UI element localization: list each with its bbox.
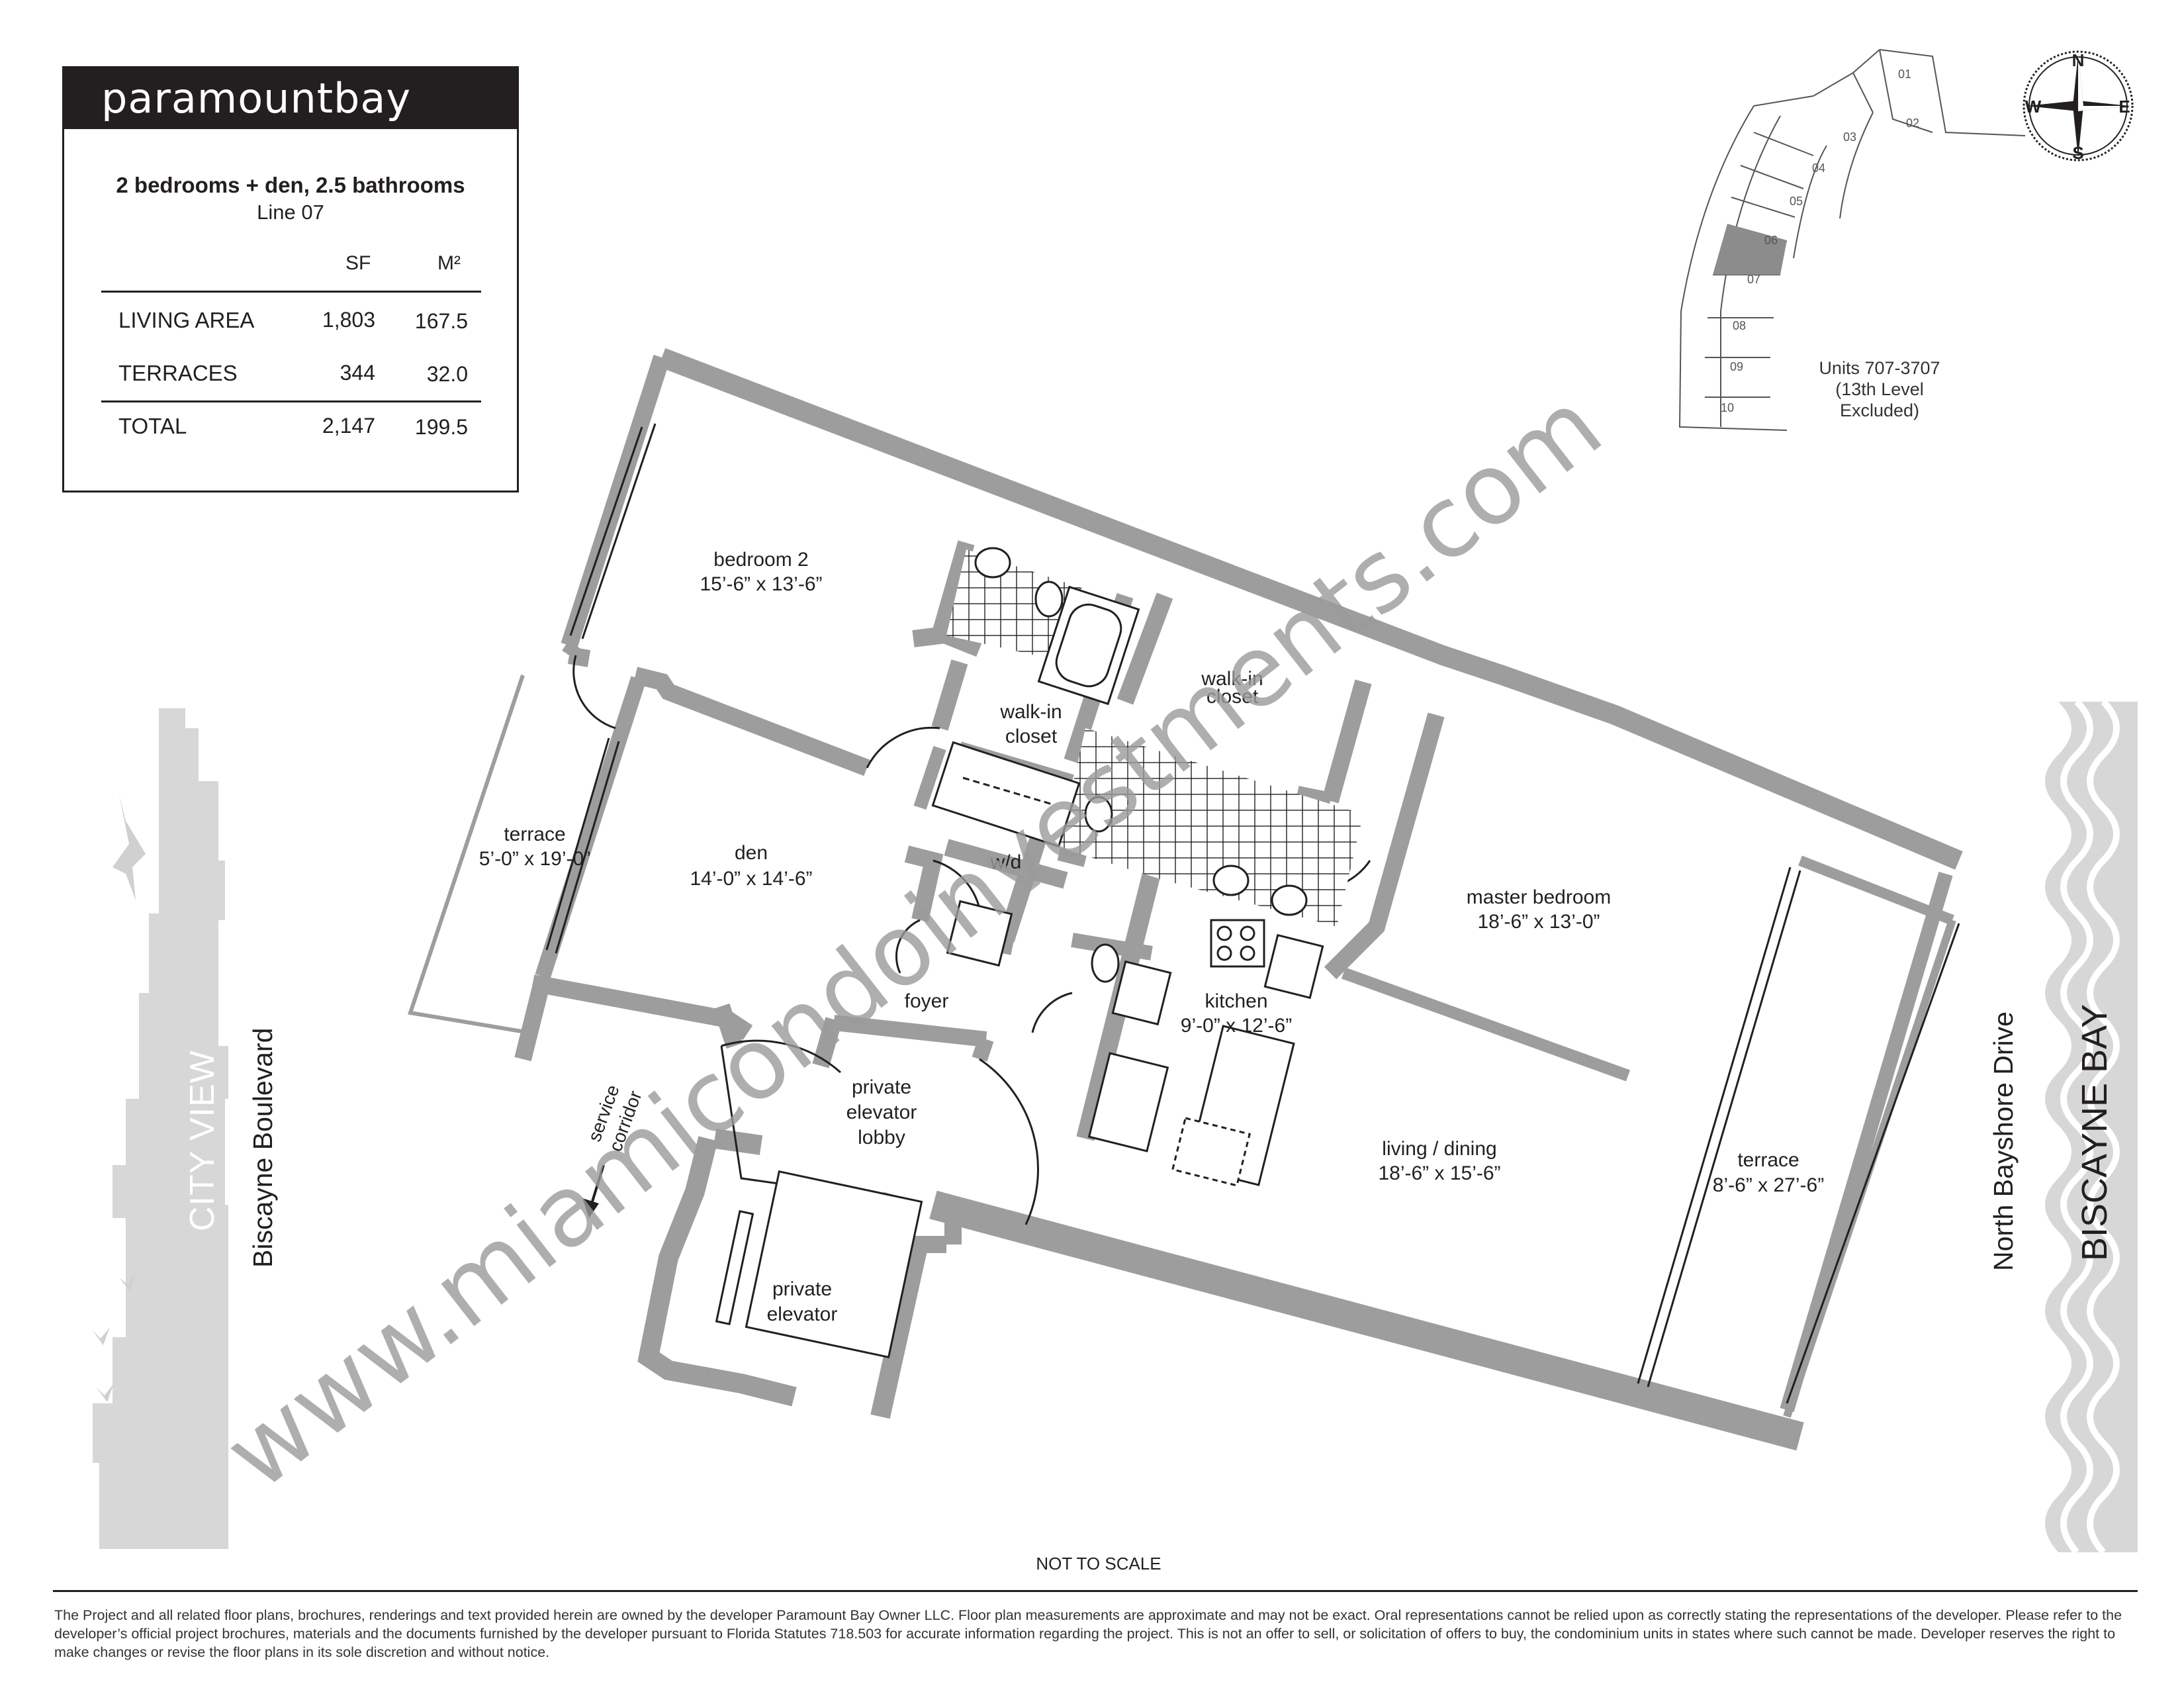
master-bath-tile-floor [1059, 728, 1363, 927]
skyline-tower [113, 1099, 139, 1549]
unit-title: 2 bedrooms + den, 2.5 bathrooms [116, 173, 465, 197]
table-rule [101, 291, 481, 293]
exterior-wall-east-terrace [1780, 871, 1953, 1413]
key-plan-caption-line: Units 707-3707 [1819, 358, 1940, 378]
row-terraces-m2: 32.0 [426, 362, 468, 386]
bay-waves-graphic [2045, 702, 2138, 1552]
row-total-sf: 2,147 [322, 414, 375, 438]
key-plan-unit-label: 01 [1898, 68, 1911, 81]
elevator-shaft-wall [870, 1235, 930, 1419]
row-terraces-sf: 344 [340, 361, 375, 385]
room-name-walkin1: walk-in [999, 701, 1062, 723]
room-name-bedroom2: bedroom 2 [713, 549, 808, 571]
compass-south-label: S [2072, 143, 2083, 163]
wave-line [2060, 702, 2093, 1552]
key-plan-unit-label: 07 [1747, 273, 1760, 286]
bath-tile-floor [946, 549, 1085, 662]
service-corridor-arrow [582, 1164, 605, 1218]
room-name-walkin2: walk-in [1201, 668, 1263, 690]
room-name-wd: w/d [990, 851, 1022, 873]
room-name-elevator-lobby-line2: elevator [846, 1102, 917, 1123]
room-name-foyer: foyer [905, 990, 949, 1012]
room-name-walkin2-line2: closet [1206, 686, 1259, 708]
room-dims-bedroom2: 15’-6” x 13’-6” [700, 573, 822, 595]
footer-rule [53, 1590, 2138, 1592]
compass-rose: N S E W [2023, 50, 2134, 163]
room-name-terrace-east: terrace [1737, 1149, 1799, 1171]
key-plan-unit-label: 09 [1730, 360, 1743, 373]
key-plan-unit-label: 08 [1733, 319, 1746, 332]
room-name-elevator-lobby: private [852, 1076, 911, 1098]
skyline-tower [139, 914, 159, 1549]
row-terraces-label: TERRACES [118, 361, 238, 385]
compass-west-label: W [2025, 97, 2042, 117]
key-plan-caption-line: Excluded) [1839, 400, 1920, 420]
interior-wall-master-bath [1324, 712, 1445, 980]
room-dims-master: 18’-6” x 13’-0” [1477, 911, 1600, 933]
room-name-elevator-lobby-line3: lobby [858, 1127, 905, 1149]
room-dims-kitchen: 9’-0” x 12’-6” [1181, 1015, 1292, 1037]
room-name-master: master bedroom [1467, 886, 1611, 908]
room-name-elevator-line2: elevator [767, 1303, 838, 1325]
room-dims-terrace-east: 8’-6” x 27’-6” [1713, 1174, 1824, 1196]
key-plan-unit-label: 06 [1764, 234, 1778, 247]
compass-north-label: N [2072, 50, 2085, 70]
room-name-terrace-west: terrace [504, 823, 565, 845]
column-header-sf: SF [345, 252, 371, 274]
room-name-den: den [735, 842, 768, 864]
room-dims-den: 14’-0” x 14’-6” [690, 868, 812, 890]
window-glazing [545, 423, 1960, 1404]
column-header-m2: M² [437, 252, 461, 274]
key-plan-unit-label: 02 [1906, 117, 1919, 130]
room-dims-living: 18’-6” x 15’-6” [1378, 1162, 1500, 1184]
wave-band [2045, 702, 2138, 1552]
exterior-wall-north [658, 348, 1963, 870]
row-living-area-m2: 167.5 [414, 309, 468, 333]
key-plan-unit-label: 03 [1843, 130, 1856, 144]
key-plan-unit-label: 04 [1812, 162, 1825, 175]
exterior-wall-south [929, 1190, 1804, 1451]
key-plan-unit-label: 10 [1721, 401, 1734, 414]
room-name-walkin1-line2: closet [1005, 726, 1058, 747]
room-dims-terrace-west: 5’-0” x 19’-0” [479, 848, 590, 870]
key-plan-unit-label: 05 [1790, 195, 1803, 208]
interior-wall-bedroom2-den [633, 667, 870, 776]
room-name-elevator: private [772, 1278, 832, 1300]
bird-icon [119, 1272, 136, 1291]
room-name-living: living / dining [1382, 1138, 1496, 1160]
table-rule-total [101, 400, 481, 402]
compass-east-label: E [2118, 97, 2130, 117]
elevator-cab [745, 1170, 923, 1359]
bird-icon [96, 1383, 114, 1402]
wave-line [2087, 702, 2120, 1552]
row-total-label: TOTAL [118, 414, 187, 438]
row-living-area-label: LIVING AREA [118, 308, 255, 332]
room-name-kitchen: kitchen [1205, 990, 1267, 1012]
key-plan: 01 02 03 04 05 06 07 08 09 10 [1678, 49, 2025, 431]
row-living-area-sf: 1,803 [322, 308, 375, 332]
bird-icon [113, 794, 146, 900]
unit-line: Line 07 [257, 201, 324, 224]
key-plan-caption-line: (13th Level [1835, 379, 1924, 399]
row-total-m2: 199.5 [414, 415, 468, 439]
unit-info-box: paramountbay 2 bedrooms + den, 2.5 bathr… [62, 66, 519, 492]
skyline-tower [159, 708, 228, 1549]
city-skyline-graphic [93, 708, 228, 1549]
fixtures [715, 547, 1324, 1359]
skyline-tower [93, 1337, 126, 1549]
not-to-scale-note: NOT TO SCALE [1036, 1554, 1161, 1573]
bird-icon [93, 1327, 110, 1345]
key-plan-caption: Units 707-3707 (13th Level Excluded) [1787, 357, 1972, 421]
door-swings [572, 655, 1371, 1225]
disclaimer-text: The Project and all related floor plans,… [54, 1607, 2122, 1660]
key-plan-unit-highlight [1713, 224, 1787, 275]
brand-logo: paramountbay [64, 68, 517, 129]
